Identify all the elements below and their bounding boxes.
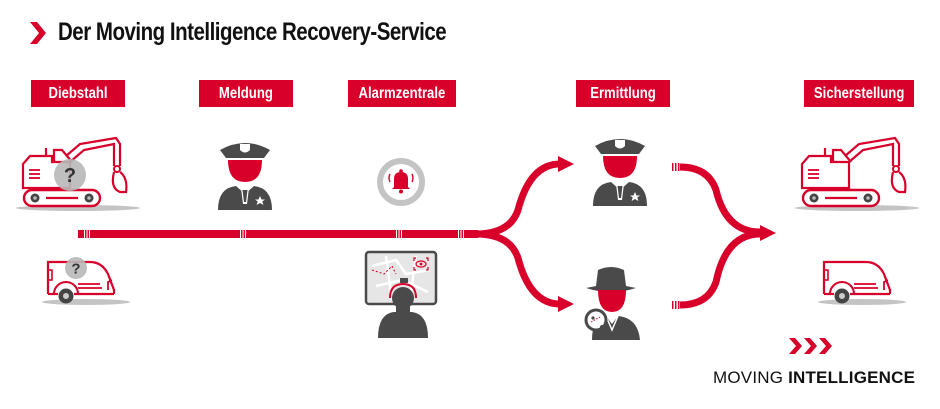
step-label-diebstahl: Diebstahl [31,80,125,107]
triple-chevron-icon [789,338,832,354]
police-officer-icon [593,139,647,206]
merge-arrows [672,163,776,309]
arrowhead-lower [558,296,574,312]
excavator-unknown-icon: ? [14,136,142,213]
split-arrows [475,160,561,308]
chevron-right-icon [30,21,46,44]
monitoring-operator-icon [364,250,438,338]
detective-icon [584,267,640,340]
van-icon [816,260,908,307]
unknown-badge [54,159,86,191]
unknown-badge [65,257,87,279]
step-label-meldung: Meldung [199,80,293,107]
step-label-sicherstellung: Sicherstellung [804,80,914,107]
excavator-icon [793,136,921,213]
unknown-mark: ? [71,261,80,278]
arrowhead-upper [558,156,574,172]
step-label-ermittlung: Ermittlung [576,80,670,107]
alarm-bell-icon [377,158,425,206]
page-title: Der Moving Intelligence Recovery-Service [58,18,447,46]
step-label-alarmzentrale: Alarmzentrale [348,80,456,107]
arrow-upper [475,160,561,238]
van-unknown-icon: ? [40,257,132,307]
police-officer-icon [218,143,272,210]
unknown-mark: ? [64,165,76,187]
arrowhead-merge [760,225,776,241]
brand-wordmark: MOVING INTELLIGENCE [713,368,916,387]
arrow-lower [475,230,561,308]
page-header: Der Moving Intelligence Recovery-Service [30,18,531,47]
eye-target-icon [413,257,429,271]
main-flow-line [78,230,478,238]
